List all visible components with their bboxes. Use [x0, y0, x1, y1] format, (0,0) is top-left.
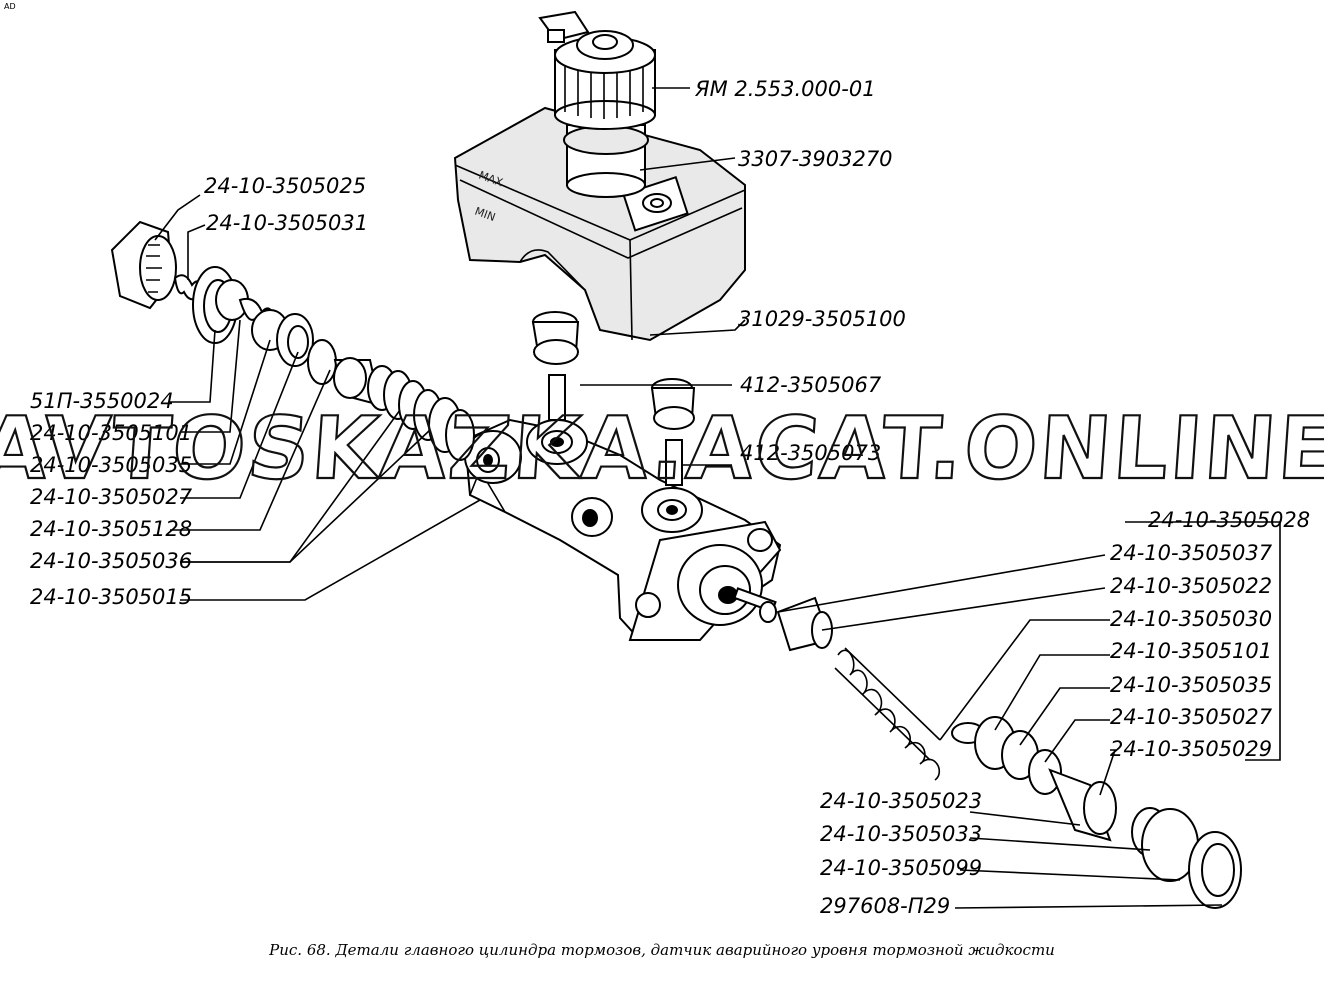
part-labels: ЯМ 2.553.000-01 3307-3903270 31029-35051…	[30, 77, 1310, 918]
label-left-24-10-3505035: 24-10-3505035	[30, 453, 192, 477]
label-left-24-10-3505101: 24-10-3505101	[30, 421, 192, 445]
label-24-10-3505023: 24-10-3505023	[820, 789, 982, 813]
label-right-24-10-3505101: 24-10-3505101	[1110, 639, 1272, 663]
corner-mark: AD	[4, 2, 16, 11]
label-24-10-3505022: 24-10-3505022	[1110, 574, 1272, 598]
label-right-24-10-3505035: 24-10-3505035	[1110, 673, 1272, 697]
label-ym-2553000-01: ЯМ 2.553.000-01	[694, 77, 876, 101]
label-24-10-3505028: 24-10-3505028	[1148, 508, 1310, 532]
label-24-10-3505029: 24-10-3505029	[1110, 737, 1272, 761]
label-297608-p29: 297608-П29	[820, 894, 950, 918]
label-24-10-3505031: 24-10-3505031	[206, 211, 368, 235]
label-left-24-10-3505027: 24-10-3505027	[30, 485, 193, 509]
figure-caption: Рис. 68. Детали главного цилиндра тормоз…	[268, 941, 1055, 959]
label-right-24-10-3505027: 24-10-3505027	[1110, 705, 1273, 729]
label-24-10-3505037: 24-10-3505037	[1110, 541, 1273, 565]
right-rod-parts	[733, 587, 1242, 909]
master-cylinder-body	[463, 418, 782, 642]
leader-lines	[154, 87, 1281, 909]
label-412-3505073: 412-3505073	[740, 441, 881, 465]
reservoir-assembly: MAX MIN	[453, 10, 746, 342]
label-31029-3505100: 31029-3505100	[738, 307, 906, 331]
watermark: AVTOSKAZKA.ACAT.ONLINE	[0, 399, 1324, 499]
fittings	[531, 311, 696, 486]
left-cap-parts	[110, 220, 475, 461]
label-24-10-3505015: 24-10-3505015	[30, 585, 192, 609]
label-24-10-3505033: 24-10-3505033	[820, 822, 982, 846]
label-3307-3903270: 3307-3903270	[738, 147, 893, 171]
label-24-10-3505036: 24-10-3505036	[30, 549, 192, 573]
label-24-10-3505128: 24-10-3505128	[30, 517, 192, 541]
label-51p-3550024: 51П-3550024	[30, 389, 174, 413]
label-24-10-3505099: 24-10-3505099	[820, 856, 982, 880]
label-24-10-3505025: 24-10-3505025	[204, 174, 366, 198]
label-412-3505067: 412-3505067	[740, 373, 882, 397]
label-24-10-3505030: 24-10-3505030	[1110, 607, 1272, 631]
